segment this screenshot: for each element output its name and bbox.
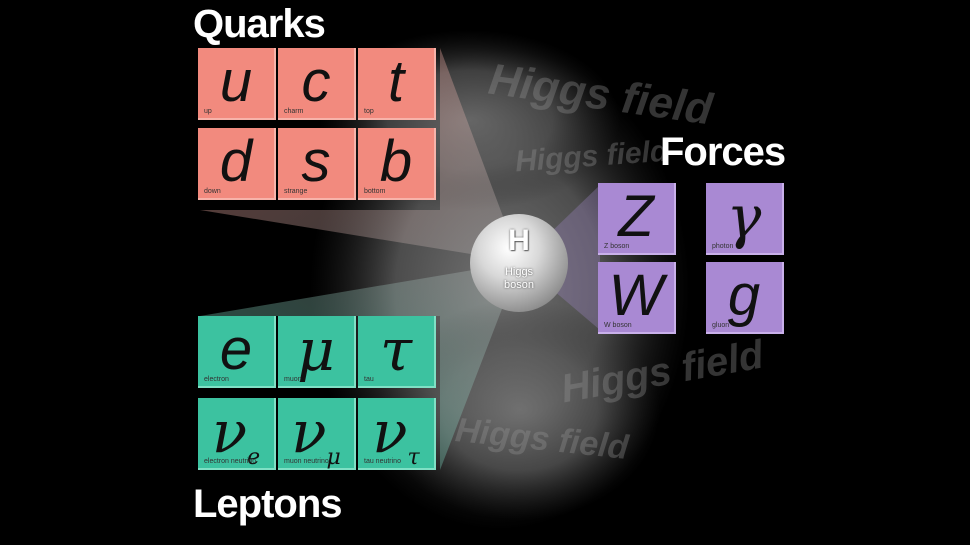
- higgs-name-line2: boson: [504, 279, 534, 291]
- particle-symbol: μ: [297, 316, 335, 384]
- particle-name: charm: [284, 108, 304, 115]
- particle-name: electron neutrino: [204, 458, 257, 465]
- particle-charm: c charm: [278, 48, 356, 120]
- higgs-symbol: H: [508, 224, 530, 257]
- particle-symbol: s: [301, 129, 331, 194]
- particle-symbol: νμ: [278, 400, 354, 490]
- particle-name: tau: [364, 376, 374, 383]
- leptons-beam: [200, 262, 520, 470]
- particle-name: muon neutrino: [284, 458, 329, 465]
- particle-name: photon: [712, 243, 734, 250]
- higgs-name-line1: Higgs: [504, 266, 534, 278]
- particle-symbol: νe: [198, 400, 274, 490]
- particle-name: Z boson: [604, 243, 630, 250]
- particle-name: bottom: [364, 188, 386, 195]
- particle-symbol: γ: [726, 183, 762, 251]
- particle-symbol: t: [387, 49, 405, 114]
- particle-symbol: ντ: [358, 400, 434, 490]
- particle-w-boson: W W boson: [598, 262, 676, 334]
- particle-gluon: g gluon: [706, 262, 784, 334]
- particle-tau: τ tau: [358, 316, 436, 388]
- particle-name: gluon: [712, 322, 730, 329]
- particle-symbol-main: ν: [211, 398, 248, 466]
- particle-photon: γ photon: [706, 183, 784, 255]
- particle-muon-neutrino: νμ muon neutrino: [278, 398, 356, 470]
- particle-symbol: Z: [618, 184, 654, 249]
- particle-z-boson: Z Z boson: [598, 183, 676, 255]
- particle-strange: s strange: [278, 128, 356, 200]
- particle-up: u up: [198, 48, 276, 120]
- particle-symbol: c: [301, 49, 331, 114]
- particle-down: d down: [198, 128, 276, 200]
- particle-electron-neutrino: νe electron neutrino: [198, 398, 276, 470]
- leptons-title: Leptons: [193, 482, 343, 526]
- particle-symbol-main: ν: [291, 398, 327, 466]
- particle-bottom: b bottom: [358, 128, 436, 200]
- particle-tau-neutrino: ντ tau neutrino: [358, 398, 436, 470]
- particle-symbol: u: [219, 49, 253, 114]
- higgs-boson: H Higgs boson: [470, 214, 568, 312]
- particle-symbol: e: [219, 317, 253, 382]
- particle-electron: e electron: [198, 316, 276, 388]
- particle-symbol: d: [219, 129, 253, 194]
- particle-name: strange: [284, 188, 308, 195]
- particle-name: down: [204, 188, 221, 195]
- particle-symbol-sub: e: [247, 445, 261, 470]
- particle-name: top: [364, 108, 374, 115]
- forces-title: Forces: [660, 130, 786, 174]
- particle-symbol: τ: [379, 316, 413, 384]
- particle-name: muon: [284, 376, 302, 383]
- particle-symbol-main: ν: [372, 398, 408, 466]
- particle-symbol: b: [379, 129, 413, 194]
- particle-symbol-sub: τ: [407, 445, 420, 470]
- particle-symbol-sub: μ: [326, 445, 341, 470]
- particle-symbol: g: [727, 263, 761, 328]
- particle-name: tau neutrino: [364, 458, 401, 465]
- particle-top: t top: [358, 48, 436, 120]
- quarks-title: Quarks: [193, 2, 326, 46]
- particle-symbol: W: [608, 263, 664, 328]
- particle-name: W boson: [604, 322, 632, 329]
- quarks-beam: [200, 48, 520, 262]
- particle-name: electron: [204, 376, 229, 383]
- particle-name: up: [204, 108, 212, 115]
- particle-muon: μ muon: [278, 316, 356, 388]
